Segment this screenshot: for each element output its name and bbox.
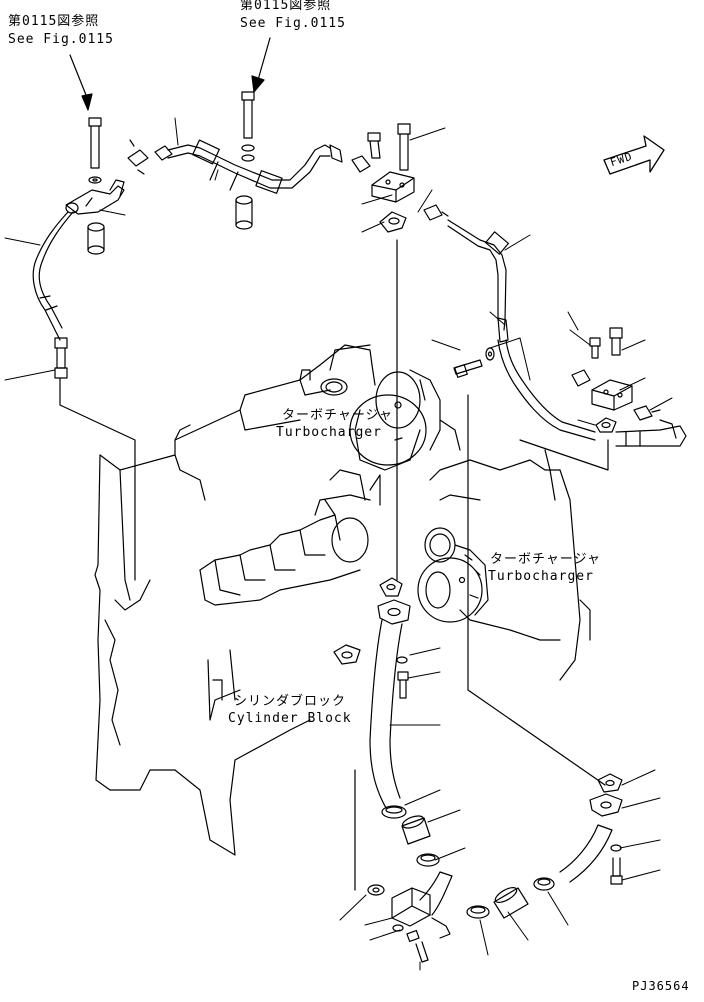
right-fittings: [572, 328, 622, 386]
fitting-right-top: [424, 205, 448, 220]
bolt-left: [89, 118, 101, 183]
bolt-top: [242, 92, 254, 161]
distribution-block-1: [372, 172, 414, 202]
turbocharger-1-label-en: Turbocharger: [276, 425, 382, 440]
engine-block-outline: [95, 345, 590, 855]
left-reference-arrow: [70, 55, 92, 110]
clamp-3: [467, 906, 489, 918]
hose-segment-1: [401, 814, 430, 844]
left-pipe: [33, 212, 73, 340]
distribution-block-2: [592, 380, 632, 410]
washer-bolt-center: [397, 657, 408, 698]
left-lower-fitting: [55, 338, 67, 385]
fitting-right-side: [634, 406, 660, 420]
bolt-lower-right: [611, 845, 622, 884]
fwd-arrow-icon: [604, 136, 664, 174]
fitting-elbow-a: [128, 140, 148, 174]
left-block: [66, 180, 124, 214]
clamp-4: [534, 878, 554, 890]
gasket-top: [380, 212, 406, 232]
ref-top-en: See Fig.0115: [240, 16, 346, 31]
cylinder-block-label-jp: シリンダブロック: [234, 694, 347, 709]
collar-left: [88, 223, 104, 254]
fitting-elbow-b: [155, 146, 172, 160]
bolt-center-right: [454, 348, 494, 377]
lower-right-pipe: [560, 774, 622, 882]
turbocharger-2-label-jp: ターボチャージャ: [490, 552, 601, 567]
cylinder-block-label-en: Cylinder Block: [228, 711, 352, 726]
gasket-cylinder-block: [334, 645, 360, 664]
drain-pipe-center: [370, 620, 402, 808]
ref-left-en: See Fig.0115: [8, 32, 114, 47]
connector-fittings-top: [330, 133, 380, 172]
gasket-turbo-2: [380, 578, 402, 596]
right-upper-pipe: [448, 220, 595, 440]
ref-top-jp: 第0115図参照: [240, 0, 332, 13]
lower-elbow-assembly: [368, 872, 452, 962]
hose-right: [616, 420, 686, 446]
ref-left-jp: 第0115図参照: [8, 14, 100, 29]
collar-top: [236, 196, 252, 229]
clamp-2: [417, 854, 439, 866]
clamp-1: [382, 806, 406, 818]
hose-segment-2: [493, 885, 528, 918]
top-reference-arrow: [252, 38, 270, 92]
upper-oil-pipe: [168, 140, 330, 193]
turbocharger-2-label-en: Turbocharger: [488, 569, 594, 584]
gasket-right: [596, 418, 616, 432]
turbocharger-1-label-jp: ターボチャージャ: [282, 408, 393, 423]
turbocharger-1: [350, 370, 460, 470]
flange-lower: [378, 600, 410, 624]
leader-lines: [5, 118, 672, 970]
drain-leader-lines: [60, 240, 608, 890]
drawing-number: PJ36564: [632, 979, 690, 993]
turbocharger-2: [418, 528, 488, 622]
bolt-top-right: [398, 124, 410, 170]
